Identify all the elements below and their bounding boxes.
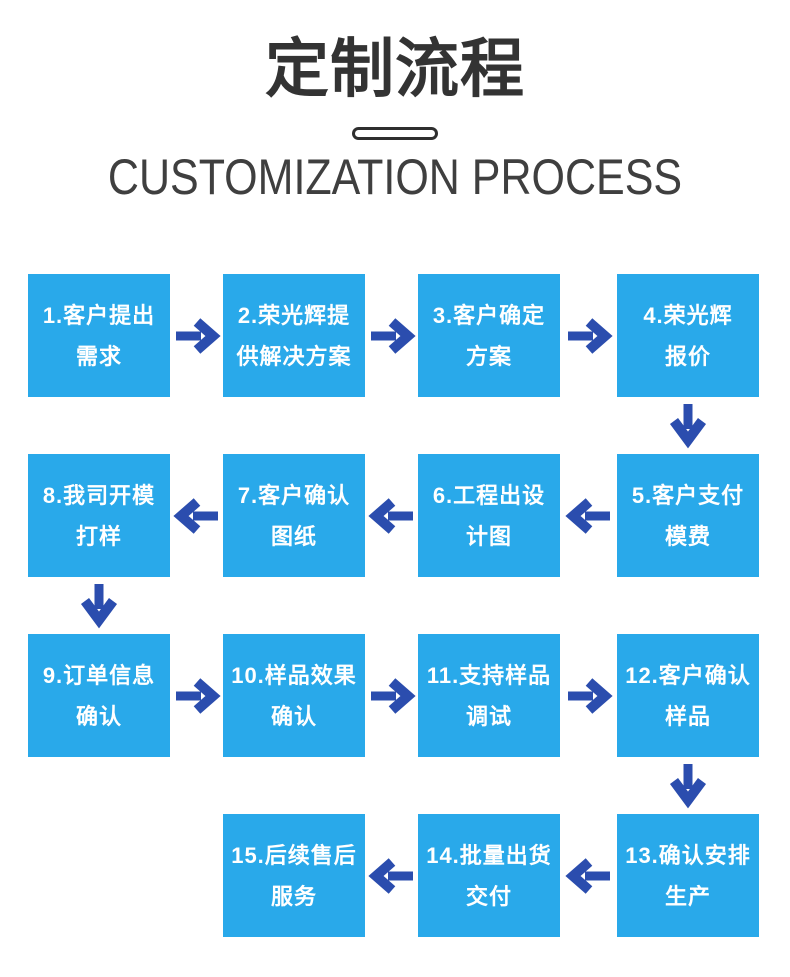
step-label-line2: 报价	[664, 343, 711, 369]
step-label-line2: 模费	[664, 523, 711, 549]
step-label-line1: 15.后续售后	[231, 842, 357, 868]
arrow-right-icon	[566, 676, 613, 716]
arrow-left-icon	[565, 856, 612, 896]
step-box-15: 15.后续售后服务	[223, 814, 365, 937]
step-label-line1: 8.我司开模	[42, 482, 156, 508]
arrow-down-icon	[668, 402, 708, 449]
step-label-line2: 供解决方案	[236, 343, 352, 369]
step-box-6: 6.工程出设计图	[418, 454, 560, 577]
step-label-line1: 1.客户提出	[42, 302, 156, 328]
step-label-line2: 打样	[75, 523, 122, 549]
step-box-5: 5.客户支付模费	[617, 454, 759, 577]
step-label-line2: 服务	[270, 883, 317, 909]
arrow-left-icon	[173, 496, 220, 536]
page-subtitle: CUSTOMIZATION PROCESS	[107, 149, 683, 205]
arrow-left-icon	[368, 856, 415, 896]
step-label-line1: 13.确认安排	[625, 842, 751, 868]
step-box-9: 9.订单信息确认	[28, 634, 170, 757]
arrow-right-icon	[369, 676, 416, 716]
step-label-line2: 确认	[75, 703, 122, 729]
step-label-line1: 9.订单信息	[42, 662, 156, 688]
step-box-4: 4.荣光辉报价	[617, 274, 759, 397]
divider-capsule	[352, 127, 438, 140]
step-box-12: 12.客户确认样品	[617, 634, 759, 757]
arrow-right-icon	[174, 676, 221, 716]
step-box-7: 7.客户确认图纸	[223, 454, 365, 577]
step-box-8: 8.我司开模打样	[28, 454, 170, 577]
step-label-line2: 调试	[465, 703, 512, 729]
step-label-line1: 2.荣光辉提	[237, 302, 351, 328]
step-label-line1: 11.支持样品	[426, 662, 552, 688]
step-label-line2: 方案	[465, 343, 512, 369]
step-box-14: 14.批量出货交付	[418, 814, 560, 937]
step-label-line1: 6.工程出设	[432, 482, 546, 508]
arrow-down-icon	[79, 582, 119, 629]
step-label-line1: 10.样品效果	[231, 662, 357, 688]
step-label-line1: 5.客户支付	[631, 482, 745, 508]
step-label-line2: 确认	[270, 703, 317, 729]
step-label-line2: 生产	[664, 883, 711, 909]
step-label-line2: 计图	[465, 523, 512, 549]
step-box-13: 13.确认安排生产	[617, 814, 759, 937]
step-label-line1: 7.客户确认	[237, 482, 351, 508]
arrow-left-icon	[565, 496, 612, 536]
step-label-line1: 14.批量出货	[426, 842, 552, 868]
arrow-right-icon	[566, 316, 613, 356]
arrow-right-icon	[174, 316, 221, 356]
step-box-3: 3.客户确定方案	[418, 274, 560, 397]
step-label-line1: 4.荣光辉	[643, 302, 733, 328]
step-box-2: 2.荣光辉提供解决方案	[223, 274, 365, 397]
step-label-line2: 需求	[75, 343, 122, 369]
arrow-right-icon	[369, 316, 416, 356]
step-label-line2: 图纸	[270, 523, 317, 549]
step-label-line1: 12.客户确认	[625, 662, 751, 688]
step-box-10: 10.样品效果确认	[223, 634, 365, 757]
page-title: 定制流程	[265, 33, 525, 105]
arrow-down-icon	[668, 762, 708, 809]
step-label-line2: 交付	[465, 883, 512, 909]
step-label-line2: 样品	[664, 703, 711, 729]
step-label-line1: 3.客户确定	[432, 302, 546, 328]
step-box-1: 1.客户提出需求	[28, 274, 170, 397]
arrow-left-icon	[368, 496, 415, 536]
step-box-11: 11.支持样品调试	[418, 634, 560, 757]
